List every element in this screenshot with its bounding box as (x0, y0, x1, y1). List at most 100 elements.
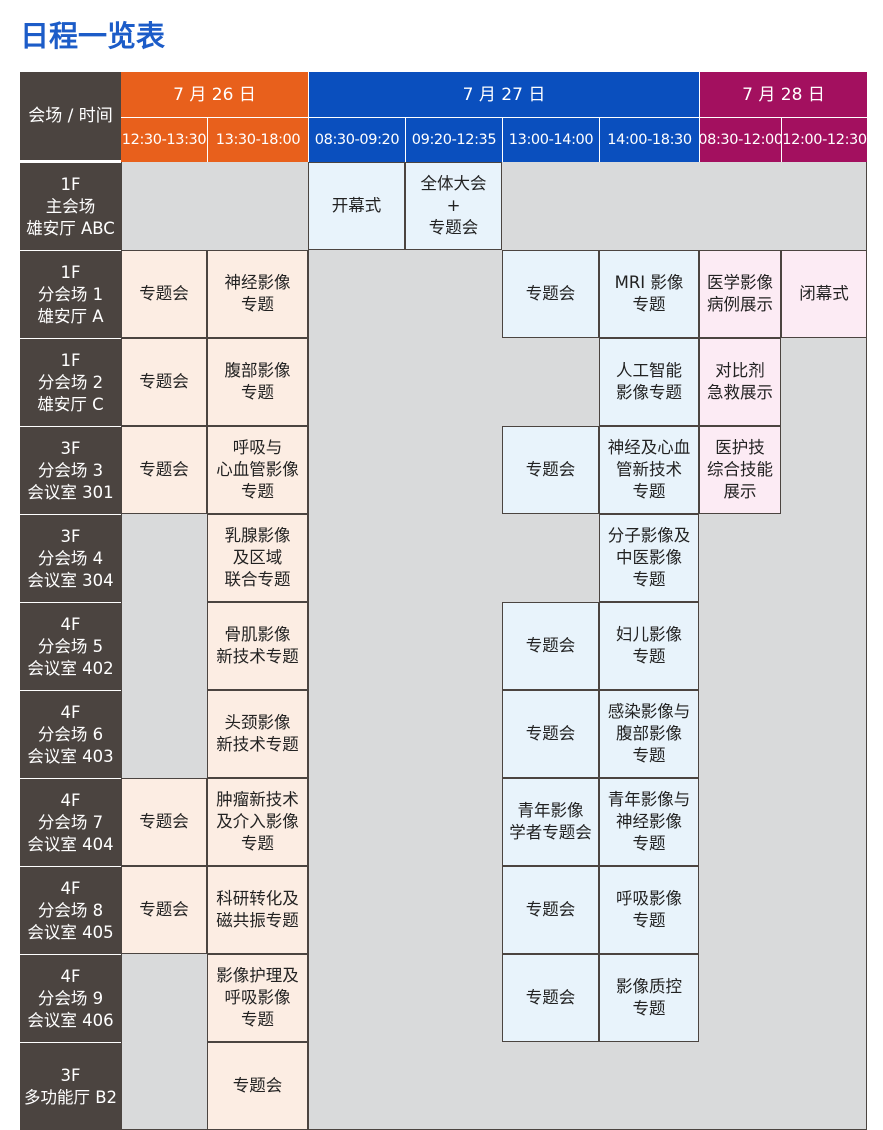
venue-label: 4F 分会场 6 会议室 403 (20, 690, 121, 778)
session-cell-text: 分子影像及 中医影像 专题 (607, 526, 691, 589)
session-cell-text: 医学影像 病例展示 (707, 273, 773, 314)
venue-label: 3F 多功能厅 B2 (20, 1042, 121, 1130)
session-cell-text: 专题会 (232, 1076, 283, 1095)
session-cell-text: 闭幕式 (799, 284, 849, 303)
session-cell-text: 乳腺影像 及区域 联合专题 (224, 526, 291, 589)
session-cell-text: 青年影像 学者专题会 (509, 801, 592, 842)
venue-label: 4F 分会场 9 会议室 406 (20, 954, 121, 1042)
venue-label-text: 4F 分会场 9 会议室 406 (27, 966, 114, 1030)
session-cell: 专题会 (121, 250, 207, 338)
time-slot-6-text: 14:00-18:30 (607, 132, 692, 148)
session-cell-text: 青年影像与 神经影像 专题 (607, 790, 691, 853)
session-cell: 神经及心血 管新技术 专题 (599, 426, 699, 514)
session-cell: 医护技 综合技能 展示 (699, 426, 781, 514)
time-slot-5: 13:00-14:00 (502, 117, 599, 162)
session-cell: 闭幕式 (781, 250, 867, 338)
session-cell: 骨肌影像 新技术专题 (207, 602, 308, 690)
session-cell: 专题会 (121, 866, 207, 954)
time-slot-2: 13:30-18:00 (207, 117, 308, 162)
session-cell-text: 专题会 (525, 636, 576, 655)
session-cell-text: 开幕式 (331, 196, 382, 215)
session-cell-text: 呼吸影像 专题 (616, 889, 682, 930)
table-right-border (866, 162, 867, 1130)
session-cell-text: 头颈影像 新技术专题 (216, 713, 299, 754)
session-cell: 分子影像及 中医影像 专题 (599, 514, 699, 602)
session-cell: 人工智能 影像专题 (599, 338, 699, 426)
time-slot-6: 14:00-18:30 (599, 117, 699, 162)
session-cell-text: 神经及心血 管新技术 专题 (607, 438, 691, 501)
time-slot-7-text: 08:30-12:00 (698, 132, 783, 148)
session-cell-text: MRI 影像 专题 (614, 273, 684, 314)
day-header-3-text: 7 月 28 日 (742, 84, 825, 105)
session-cell: 肿瘤新技术 及介入影像 专题 (207, 778, 308, 866)
time-slot-4: 09:20-12:35 (405, 117, 502, 162)
day-header-1-text: 7 月 26 日 (173, 84, 256, 105)
session-cell: 影像质控 专题 (599, 954, 699, 1042)
label-column-divider (121, 162, 122, 1130)
venue-label-text: 3F 多功能厅 B2 (23, 1065, 118, 1107)
session-cell-text: 影像质控 专题 (616, 977, 682, 1018)
venue-label-text: 4F 分会场 8 会议室 405 (27, 878, 114, 942)
venue-label-text: 4F 分会场 5 会议室 402 (27, 614, 114, 678)
day-header-1: 7 月 26 日 (121, 72, 308, 117)
session-cell: 专题会 (502, 866, 599, 954)
time-slot-7: 08:30-12:00 (698, 117, 783, 162)
day-divider (308, 162, 309, 1130)
session-cell: 专题会 (121, 426, 207, 514)
session-cell-text: 专题会 (139, 284, 189, 303)
session-cell: 青年影像 学者专题会 (502, 778, 599, 866)
session-cell: 科研转化及 磁共振专题 (207, 866, 308, 954)
time-slot-3: 08:30-09:20 (308, 117, 405, 162)
venue-label: 3F 分会场 4 会议室 304 (20, 514, 121, 602)
session-cell-text: 专题会 (525, 284, 576, 303)
time-slot-3-text: 08:30-09:20 (314, 132, 400, 148)
session-cell: 呼吸与 心血管影像 专题 (207, 426, 308, 514)
session-cell-text: 医护技 综合技能 展示 (707, 438, 773, 501)
session-cell: 对比剂 急救展示 (699, 338, 781, 426)
venue-label: 4F 分会场 8 会议室 405 (20, 866, 121, 954)
session-cell: 专题会 (121, 338, 207, 426)
time-slot-8: 12:00-12:30 (781, 117, 867, 162)
session-cell-text: 科研转化及 磁共振专题 (216, 889, 299, 930)
session-cell: 全体大会 + 专题会 (405, 162, 502, 250)
session-cell: 乳腺影像 及区域 联合专题 (207, 514, 308, 602)
session-cell-text: 专题会 (139, 460, 189, 479)
session-cell-text: 专题会 (525, 900, 576, 919)
session-cell-text: 骨肌影像 新技术专题 (216, 625, 299, 666)
session-cell-text: 专题会 (525, 724, 576, 743)
time-slot-1-text: 12:30-13:30 (121, 132, 207, 148)
venue-label-text: 1F 分会场 1 雄安厅 A (37, 262, 104, 326)
session-cell-text: 人工智能 影像专题 (616, 361, 682, 402)
day-header-3: 7 月 28 日 (699, 72, 867, 117)
time-slot-8-text: 12:00-12:30 (782, 132, 867, 148)
venue-label: 1F 分会场 1 雄安厅 A (20, 250, 121, 338)
session-cell-text: 全体大会 + 专题会 (420, 174, 487, 237)
time-slot-4-text: 09:20-12:35 (411, 132, 497, 148)
session-cell-text: 妇儿影像 专题 (616, 625, 682, 666)
venue-label-text: 4F 分会场 6 会议室 403 (27, 702, 114, 766)
venue-label-text: 1F 主会场 雄安厅 ABC (26, 174, 115, 238)
session-cell: 专题会 (121, 778, 207, 866)
session-cell: 专题会 (502, 954, 599, 1042)
session-cell: 专题会 (207, 1042, 308, 1130)
session-cell: 影像护理及 呼吸影像 专题 (207, 954, 308, 1042)
session-cell-text: 感染影像与 腹部影像 专题 (607, 702, 691, 765)
session-cell-text: 专题会 (139, 372, 189, 391)
venue-label: 1F 主会场 雄安厅 ABC (20, 162, 121, 250)
day-header-2: 7 月 27 日 (308, 72, 699, 117)
venue-label-text: 3F 分会场 3 会议室 301 (27, 438, 114, 502)
venue-label-text: 1F 分会场 2 雄安厅 C (37, 350, 104, 414)
session-cell: 头颈影像 新技术专题 (207, 690, 308, 778)
session-cell: 专题会 (502, 690, 599, 778)
session-cell: 医学影像 病例展示 (699, 250, 781, 338)
session-cell: 开幕式 (308, 162, 405, 250)
session-cell-text: 肿瘤新技术 及介入影像 专题 (216, 790, 299, 853)
session-cell-text: 腹部影像 专题 (224, 361, 291, 402)
session-cell-text: 呼吸与 心血管影像 专题 (216, 438, 299, 501)
session-cell: 专题会 (502, 250, 599, 338)
venue-label: 4F 分会场 5 会议室 402 (20, 602, 121, 690)
session-cell: MRI 影像 专题 (599, 250, 699, 338)
session-cell: 青年影像与 神经影像 专题 (599, 778, 699, 866)
venue-label: 4F 分会场 7 会议室 404 (20, 778, 121, 866)
